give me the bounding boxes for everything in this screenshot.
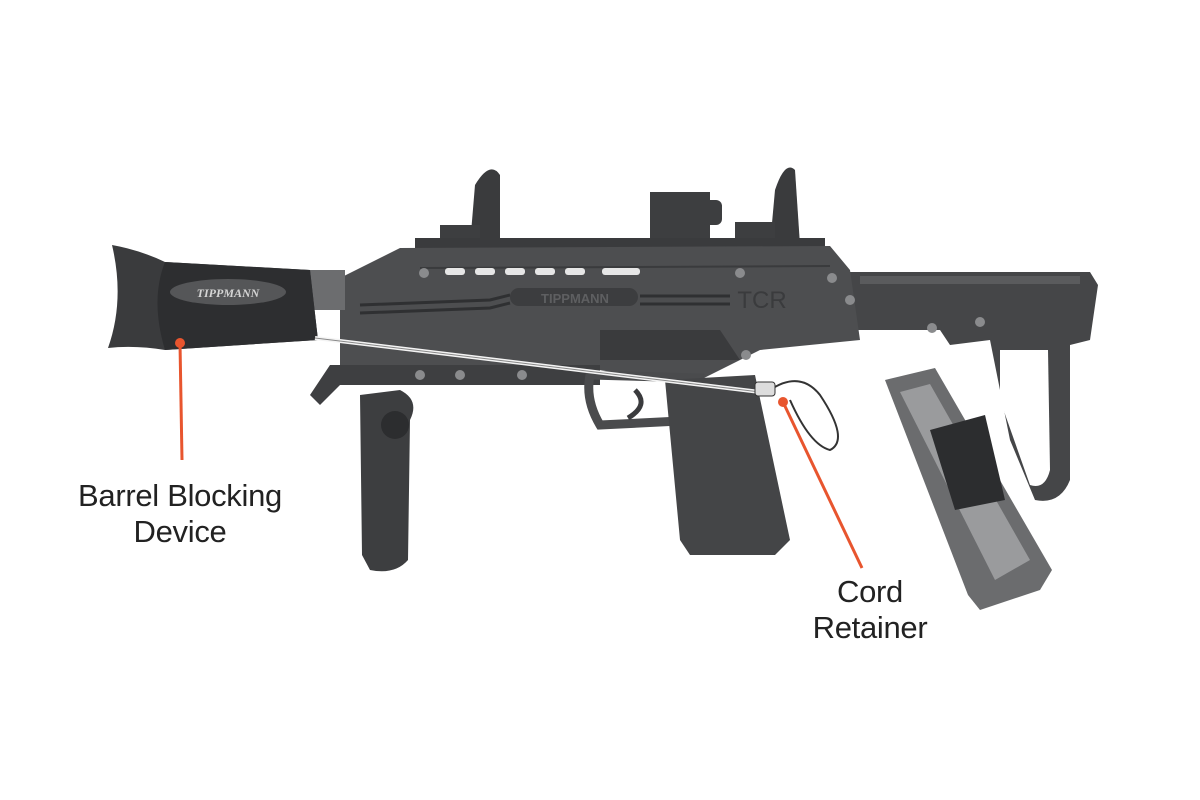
barrel-blocking-device-label: Barrel Blocking Device [60, 478, 300, 550]
cover-logo: TIPPMANN [197, 286, 261, 300]
receiver [340, 246, 985, 380]
trigger [626, 388, 644, 421]
label-line: Cord [837, 574, 903, 609]
model-logo: TCR [737, 287, 786, 314]
callout-cord-line [778, 397, 864, 569]
lower-rail [310, 365, 600, 405]
callout-barrel-line [175, 338, 185, 461]
label-line: Retainer [812, 610, 928, 645]
barrel-blocking-device: TIPPMANN [108, 245, 318, 350]
side-logo: TIPPMANN [541, 291, 609, 306]
stock [840, 272, 1098, 501]
rear-sight [770, 167, 800, 245]
cord [314, 336, 839, 452]
vertical-foregrip [360, 390, 414, 572]
label-line: Barrel Blocking [78, 478, 282, 513]
label-line: Device [133, 514, 227, 549]
magazine [885, 368, 1052, 610]
pistol-grip [665, 375, 790, 555]
cord-retainer-label: Cord Retainer [790, 574, 950, 646]
